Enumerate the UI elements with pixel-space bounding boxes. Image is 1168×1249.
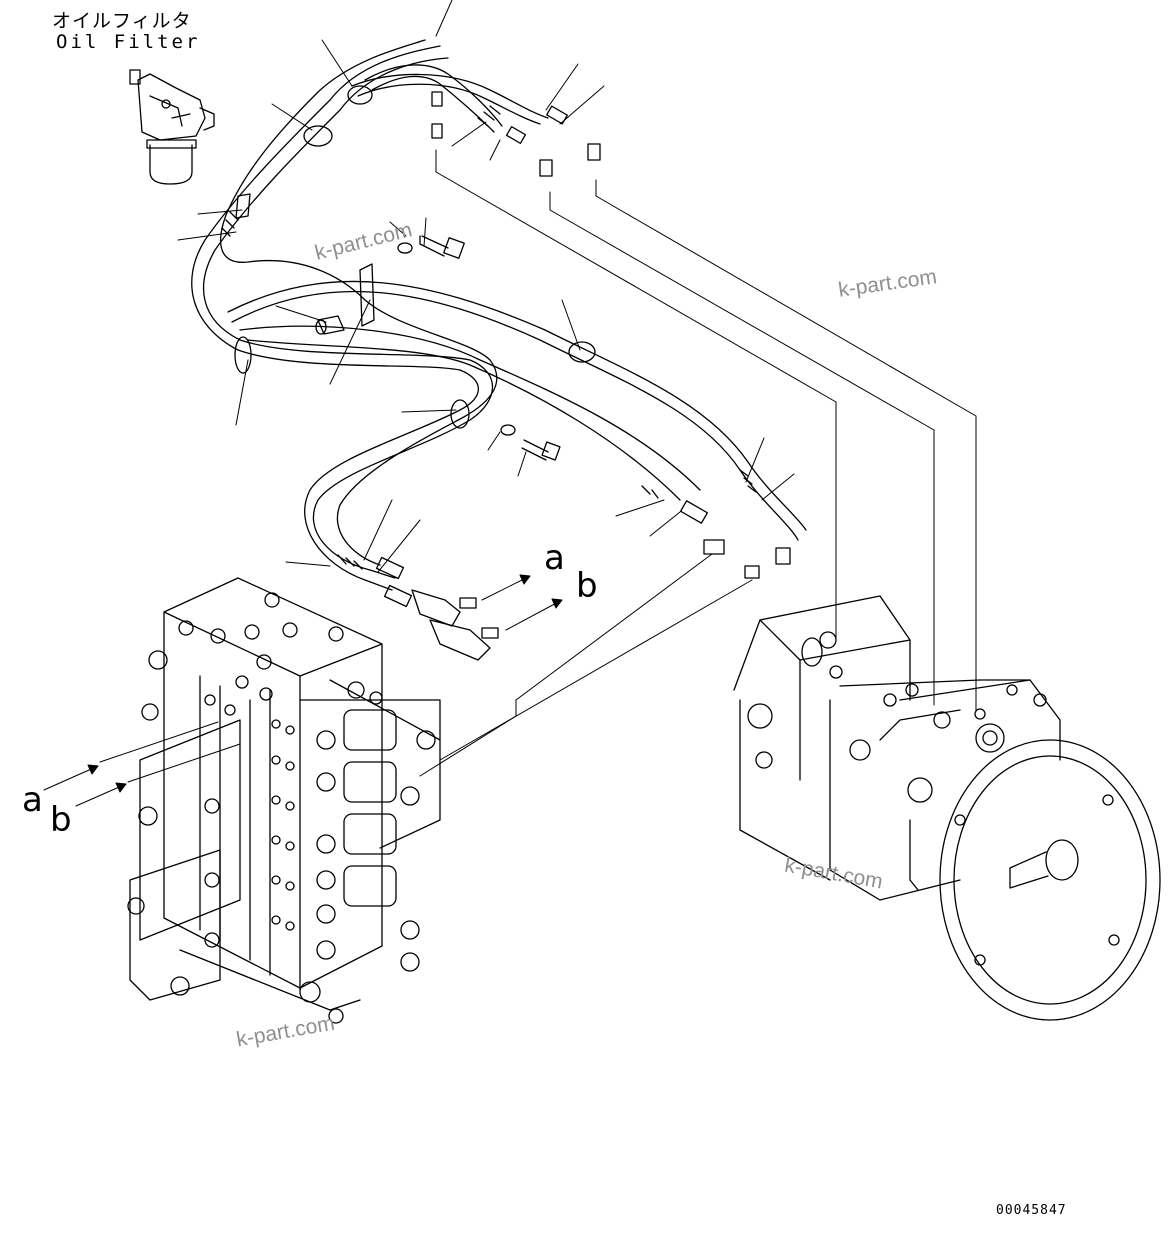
oil-filter-label-en: Oil Filter <box>56 31 201 53</box>
control-valve <box>127 577 441 1024</box>
hose-bundle <box>191 39 807 591</box>
connection-label-b-lower: b <box>50 800 72 840</box>
main-pump <box>733 595 1161 1021</box>
fittings-and-bolts <box>315 91 791 661</box>
connection-lines <box>43 149 977 807</box>
figure-number: 00045847 <box>996 1203 1067 1218</box>
connection-label-a-upper: a <box>544 538 565 578</box>
hose-clamps <box>234 85 596 429</box>
oil-filter <box>129 69 215 185</box>
leader-lines <box>177 0 795 573</box>
oil-filter-label-jp: オイルフィルタ <box>52 10 192 32</box>
connection-label-b-upper: b <box>576 566 598 606</box>
connection-label-a-lower: a <box>22 780 43 820</box>
